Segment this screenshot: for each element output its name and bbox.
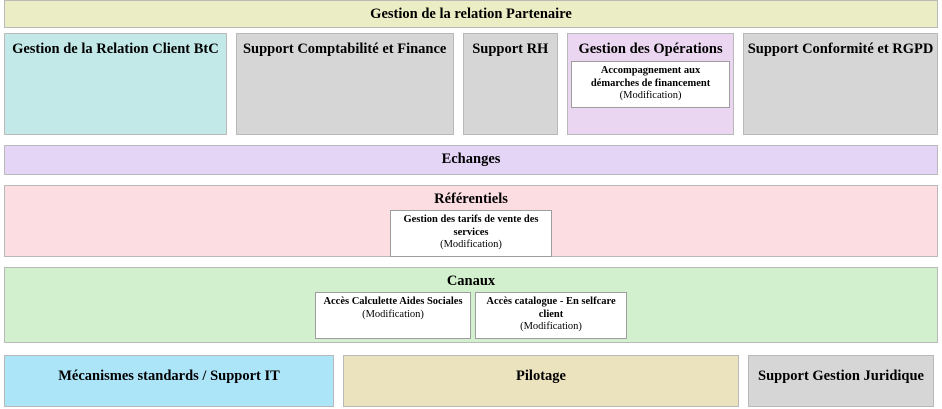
domain-label: Support RH xyxy=(472,41,549,57)
domain-row: Gestion de la Relation Client BtC Support… xyxy=(4,33,938,135)
domain-block[interactable]: Gestion de la Relation Client BtC xyxy=(4,33,227,135)
layer-label: Référentiels xyxy=(434,191,508,207)
domain-label: Support Comptabilité et Finance xyxy=(242,41,447,57)
domain-label: Support Conformité et RGPD xyxy=(747,41,934,57)
domain-block[interactable]: Support Conformité et RGPD xyxy=(743,33,938,135)
domain-label: Gestion de la Relation Client BtC xyxy=(12,41,219,57)
capability-card-status: (Modification) xyxy=(619,90,682,102)
capability-card[interactable]: Accompagnement aux démarches de financem… xyxy=(571,61,731,108)
support-block[interactable]: Pilotage xyxy=(343,355,739,407)
domain-block[interactable]: Support Comptabilité et Finance xyxy=(235,33,454,135)
layer-block[interactable]: Echanges xyxy=(4,145,938,175)
capability-card-title: Accès catalogue - En selfcare client xyxy=(486,296,616,320)
support-block[interactable]: Support Gestion Juridique xyxy=(748,355,934,407)
page-title: Gestion de la relation Partenaire xyxy=(370,6,572,22)
domain-card-list: Accompagnement aux démarches de financem… xyxy=(571,61,731,108)
support-label: Support Gestion Juridique xyxy=(758,368,924,384)
capability-card-title: Accompagnement aux démarches de financem… xyxy=(590,65,711,89)
layer-label: Canaux xyxy=(446,273,496,289)
layer-label: Echanges xyxy=(441,151,501,167)
domain-label: Gestion des Opérations xyxy=(578,41,723,57)
capability-card-title: Accès Calculette Aides Sociales xyxy=(323,296,463,308)
capability-card-status: (Modification) xyxy=(440,239,502,251)
support-block[interactable]: Mécanismes standards / Support IT xyxy=(4,355,334,407)
footer-row: Mécanismes standards / Support IT Pilotag… xyxy=(4,355,938,407)
capability-card-status: (Modification) xyxy=(362,308,424,320)
layer-card-list: Gestion des tarifs de vente des services… xyxy=(5,210,937,257)
domain-block[interactable]: Support RH xyxy=(462,33,558,135)
layer-card-list: Accès Calculette Aides Sociales(Modifica… xyxy=(5,292,937,339)
capability-card[interactable]: Accès catalogue - En selfcare client(Mod… xyxy=(475,292,627,339)
capability-card-status: (Modification) xyxy=(520,321,582,333)
capability-card-title: Gestion des tarifs de vente des services xyxy=(403,214,539,238)
capability-card[interactable]: Gestion des tarifs de vente des services… xyxy=(390,210,552,257)
header-band: Gestion de la relation Partenaire xyxy=(4,0,938,28)
capability-card[interactable]: Accès Calculette Aides Sociales(Modifica… xyxy=(315,292,471,339)
support-label: Pilotage xyxy=(516,368,566,384)
support-label: Mécanismes standards / Support IT xyxy=(58,368,280,384)
